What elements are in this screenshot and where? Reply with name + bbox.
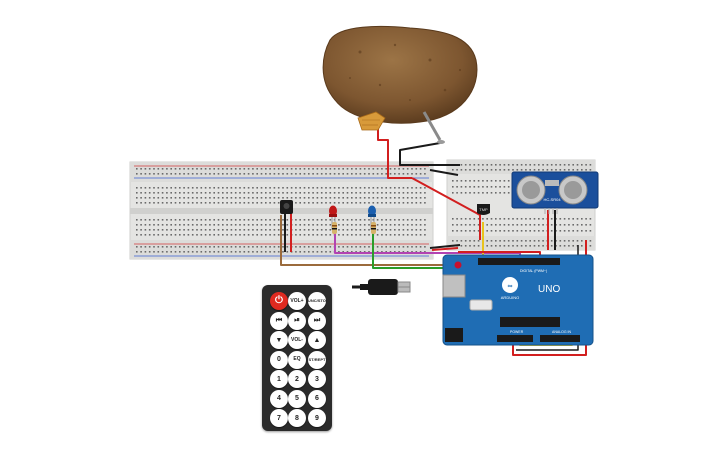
remote-3-button[interactable]: 3 xyxy=(308,370,326,388)
blue-led-resistor[interactable] xyxy=(371,222,376,234)
ir-receiver[interactable] xyxy=(280,200,293,214)
remote-prev-button[interactable]: ⏮ xyxy=(270,311,288,330)
remote-down-button[interactable]: ▼ xyxy=(270,331,288,349)
sensor-model-label: HC-SR04 xyxy=(543,197,561,202)
remote-play-pause-button[interactable]: ⏯ xyxy=(288,311,306,330)
arduino-analog-label: ANALOG IN xyxy=(552,330,572,334)
usb-cable[interactable] xyxy=(352,279,411,295)
remote-8-button[interactable]: 8 xyxy=(288,409,306,427)
remote-vol-up-button[interactable]: VOL+ xyxy=(288,292,306,310)
arduino-model-label: UNO xyxy=(538,284,560,295)
remote-func-stop-button[interactable]: FUNC/STOP xyxy=(308,292,326,310)
temperature-sensor[interactable]: TMP xyxy=(477,204,490,215)
zinc-nail-electrode[interactable] xyxy=(422,111,445,144)
remote-st-rept-button[interactable]: ST/REPT xyxy=(308,350,326,369)
arduino-power-label: POWER xyxy=(510,330,524,334)
remote-vol-down-button[interactable]: VOL- xyxy=(288,331,306,349)
remote-up-button[interactable]: ▲ xyxy=(308,331,326,349)
red-led-resistor[interactable] xyxy=(332,222,337,234)
remote-power-button[interactable]: ⏻ xyxy=(270,292,288,310)
remote-1-button[interactable]: 1 xyxy=(270,370,288,388)
remote-5-button[interactable]: 5 xyxy=(288,389,306,408)
svg-text:TMP: TMP xyxy=(479,207,488,212)
remote-4-button[interactable]: 4 xyxy=(270,389,288,408)
ultrasonic-sensor[interactable]: HC-SR04 xyxy=(511,171,599,214)
remote-next-button[interactable]: ⏭ xyxy=(308,311,326,330)
arduino-brand-label: ARDUINO xyxy=(501,295,519,300)
copper-electrode[interactable] xyxy=(357,111,386,131)
arduino-uno-board[interactable]: ∞ ARDUINO UNO DIGITAL (PWM~) POWER ANALO… xyxy=(442,254,594,346)
remote-9-button[interactable]: 9 xyxy=(308,409,326,427)
remote-6-button[interactable]: 6 xyxy=(308,389,326,408)
remote-eq-button[interactable]: EQ xyxy=(288,350,306,369)
svg-text:∞: ∞ xyxy=(508,283,513,290)
potato[interactable] xyxy=(322,25,478,124)
arduino-digital-label: DIGITAL (PWM~) xyxy=(520,269,547,273)
remote-7-button[interactable]: 7 xyxy=(270,409,288,427)
remote-2-button[interactable]: 2 xyxy=(288,370,306,388)
remote-0-button[interactable]: 0 xyxy=(270,350,288,369)
